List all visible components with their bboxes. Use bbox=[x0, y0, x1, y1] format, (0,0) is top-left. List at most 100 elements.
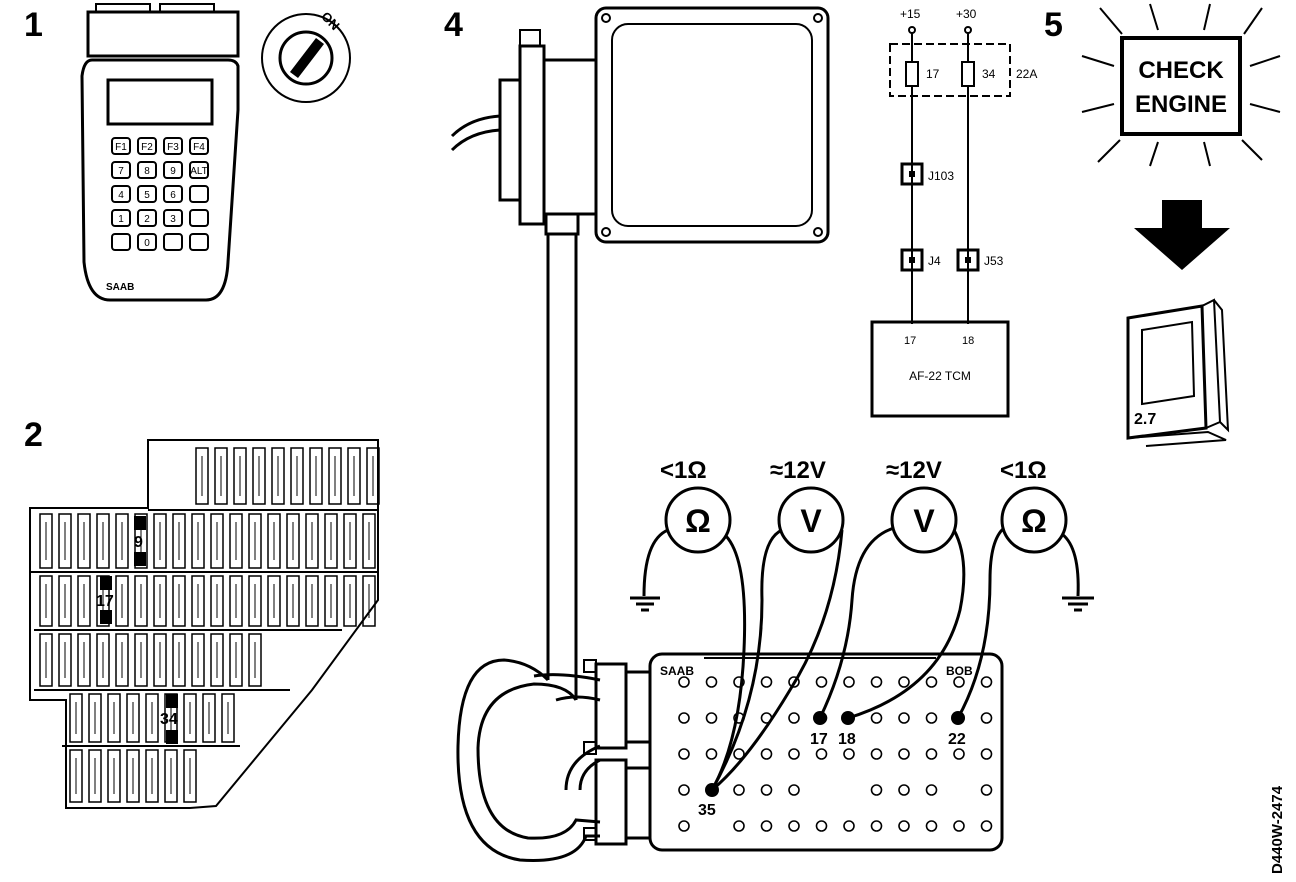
breakout-pin bbox=[815, 820, 828, 832]
keypad-key-label: 8 bbox=[144, 166, 150, 177]
keypad-key: 3 bbox=[163, 209, 183, 227]
breakout-pin bbox=[760, 784, 773, 796]
fuse-slot bbox=[88, 693, 102, 743]
breakout-pin bbox=[678, 820, 690, 832]
keypad-key-label: 0 bbox=[144, 238, 150, 249]
breakout-pin bbox=[733, 748, 745, 760]
fuse-slot bbox=[195, 447, 209, 505]
breakout-connectors bbox=[583, 659, 652, 846]
breakout-pin bbox=[925, 676, 938, 688]
fuse-slot bbox=[328, 447, 342, 505]
keypad-key bbox=[111, 233, 131, 251]
pin-label-18: 18 bbox=[838, 731, 856, 748]
fuse-slot bbox=[183, 749, 197, 803]
keypad-key-label: F4 bbox=[193, 142, 205, 153]
fuse-slot bbox=[290, 447, 304, 505]
breakout-pin bbox=[705, 748, 718, 760]
keypad-key-label: 1 bbox=[118, 214, 124, 225]
keypad-key: 6 bbox=[163, 185, 183, 203]
breakout-cable bbox=[456, 234, 601, 862]
breakout-pin bbox=[733, 784, 745, 796]
fuse-slot bbox=[343, 513, 357, 569]
meter-4-symbol: Ω bbox=[1021, 503, 1047, 539]
breakout-pin bbox=[925, 748, 938, 760]
fuse-slot bbox=[248, 575, 262, 627]
fuse-slot bbox=[248, 633, 262, 687]
breakout-pin bbox=[815, 676, 828, 688]
fuse-slot bbox=[58, 575, 72, 627]
breakout-pin bbox=[760, 820, 773, 832]
breakout-pin bbox=[898, 712, 910, 724]
breakout-pin bbox=[760, 676, 773, 688]
fuse-slot bbox=[229, 575, 243, 627]
fuse-slot bbox=[69, 749, 83, 803]
breakout-pin bbox=[953, 820, 965, 832]
fuse-slot bbox=[248, 513, 262, 569]
keypad-key: F3 bbox=[163, 137, 183, 155]
fuse-slot bbox=[69, 693, 83, 743]
keypad-key: 2 bbox=[137, 209, 157, 227]
breakout-pin bbox=[898, 784, 910, 796]
tester-screen bbox=[106, 78, 214, 126]
fuse-box: 9 17 34 bbox=[29, 439, 380, 809]
breakout-pin bbox=[925, 712, 938, 724]
ground-icon bbox=[630, 596, 660, 612]
fuse-slot bbox=[343, 575, 357, 627]
figure-code: D440W-2474 bbox=[1269, 785, 1286, 874]
breakout-pin bbox=[898, 676, 910, 688]
fuse-array bbox=[39, 447, 380, 803]
fuse-slot bbox=[164, 749, 178, 803]
fuse-slot bbox=[96, 633, 110, 687]
fuse-slot bbox=[210, 633, 224, 687]
step-number-5: 5 bbox=[1044, 6, 1063, 44]
keypad-key-label: 4 bbox=[118, 190, 124, 201]
fuse-slot bbox=[39, 513, 53, 569]
fuse-slot bbox=[172, 575, 186, 627]
fuse-slot bbox=[88, 749, 102, 803]
meter-1: <1Ω Ω bbox=[660, 457, 732, 554]
fuse-slot bbox=[96, 513, 110, 569]
fuse-slot bbox=[39, 633, 53, 687]
keypad-key: 1 bbox=[111, 209, 131, 227]
fuse-slot bbox=[172, 513, 186, 569]
fuse-slot bbox=[202, 693, 216, 743]
breakout-pin bbox=[980, 820, 993, 832]
fuse-slot bbox=[267, 575, 281, 627]
meter-3-symbol: V bbox=[913, 503, 935, 539]
fuse-box-label: 22A bbox=[1016, 67, 1037, 81]
keypad-key: ALT bbox=[189, 161, 209, 179]
fuse-slot bbox=[362, 513, 376, 569]
step-number-4: 4 bbox=[444, 6, 463, 44]
control-module bbox=[594, 6, 830, 244]
check-engine-line-2: ENGINE bbox=[1135, 91, 1227, 118]
breakout-pin bbox=[898, 748, 910, 760]
fuse-label-9: 9 bbox=[134, 534, 143, 551]
tcm-pin-17: 17 bbox=[904, 335, 916, 347]
breakout-pin bbox=[980, 676, 993, 688]
keypad-key: 8 bbox=[137, 161, 157, 179]
ground-icon bbox=[1062, 596, 1094, 612]
fuse-slot bbox=[210, 513, 224, 569]
breakout-pin bbox=[953, 748, 965, 760]
fuse-slot bbox=[126, 749, 140, 803]
breakout-pin bbox=[870, 676, 883, 688]
fuse-slot bbox=[153, 513, 167, 569]
check-engine-line-1: CHECK bbox=[1138, 57, 1224, 84]
tester-brand-label: SAAB bbox=[106, 282, 134, 293]
breakout-pin bbox=[705, 712, 718, 724]
fuse-slot bbox=[145, 693, 159, 743]
fuse-slot bbox=[115, 513, 129, 569]
breakout-pin bbox=[788, 676, 800, 688]
breakout-pin bbox=[678, 748, 690, 760]
keypad-key-label: 2 bbox=[144, 214, 150, 225]
fuse-slot bbox=[77, 513, 91, 569]
breakout-pin bbox=[953, 676, 965, 688]
meter-4-reading: <1Ω bbox=[1000, 457, 1047, 484]
breakout-pin bbox=[843, 820, 855, 832]
fuse-slot bbox=[271, 447, 285, 505]
breakout-pin bbox=[980, 712, 993, 724]
keypad-key: 5 bbox=[137, 185, 157, 203]
meter-2: ≈12V V bbox=[770, 457, 845, 554]
